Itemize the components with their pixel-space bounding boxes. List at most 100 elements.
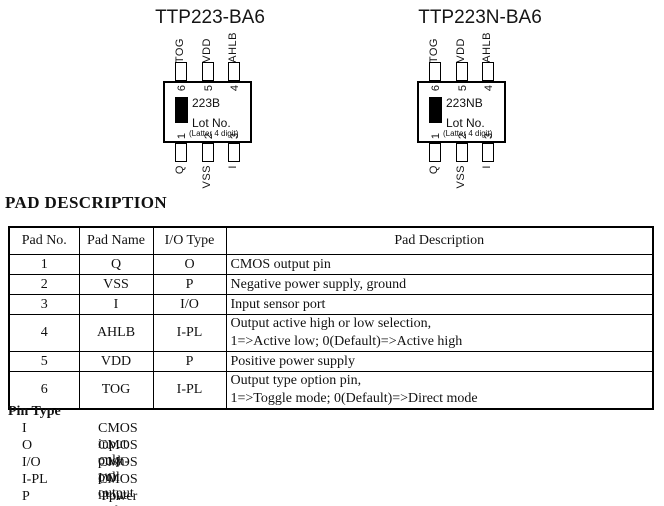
- pin-label-ahlb: AHLB: [227, 32, 239, 63]
- cell-io-type: P: [152, 351, 227, 372]
- pin-label-i: I: [481, 165, 493, 169]
- pin-label-vdd: VDD: [455, 38, 467, 63]
- header-io-type: I/O Type: [152, 226, 227, 255]
- cell-pad-no: 1: [8, 254, 80, 275]
- pin1-marker: [429, 97, 442, 123]
- legend-item: I-PL CMOS input and pull-low resister: [8, 472, 138, 506]
- cell-io-type: P: [152, 274, 227, 295]
- pin-label-vdd: VDD: [201, 38, 213, 63]
- cell-description: Positive power supply: [225, 351, 654, 372]
- pin-number-1: 1: [430, 132, 442, 139]
- pin-type-heading: Pin Type: [8, 404, 61, 419]
- cell-description: Negative power supply, ground: [225, 274, 654, 295]
- pin-stub-1: [175, 143, 187, 162]
- lot-no-note: (Latter 4 digit): [189, 129, 239, 138]
- table-row: 6 TOG I-PL Output type option pin, 1=>To…: [8, 371, 654, 410]
- lot-no-label: Lot No.: [446, 116, 485, 130]
- pin-stub-4: [482, 62, 494, 81]
- cell-description: Output type option pin, 1=>Toggle mode; …: [225, 371, 654, 410]
- legend-description: CMOS input only: [98, 421, 142, 468]
- pin-number-6: 6: [430, 85, 442, 92]
- legend-description: CMOS input and pull-low resister: [98, 472, 138, 506]
- pin-number-3: 3: [229, 132, 241, 139]
- pin-stub-5: [202, 62, 214, 81]
- header-pad-name: Pad Name: [78, 226, 154, 255]
- cell-pad-name: Q: [78, 254, 154, 275]
- chip-marking: 223B: [192, 96, 221, 110]
- cell-description: Output active high or low selection, 1=>…: [225, 314, 654, 352]
- cell-pad-no: 2: [8, 274, 80, 295]
- pin-number-3: 3: [483, 132, 495, 139]
- pin-label-q: Q: [428, 165, 440, 175]
- legend-code: O: [22, 438, 33, 453]
- legend-description: Power / Ground: [98, 489, 138, 506]
- pin-stub-6: [429, 62, 441, 81]
- package-diagram-ttp223-ba6: TTP223-BA6 TOG VDD AHLB 6 5 4 223B Lot N…: [115, 5, 305, 197]
- cell-pad-no: 4: [8, 314, 80, 352]
- header-pad-no: Pad No.: [8, 226, 80, 255]
- cell-pad-name: VSS: [78, 274, 154, 295]
- pin-number-6: 6: [176, 85, 188, 92]
- cell-pad-name: AHLB: [78, 314, 154, 352]
- cell-pad-no: 3: [8, 294, 80, 315]
- legend-code: I: [22, 421, 27, 436]
- pin-label-ahlb: AHLB: [481, 32, 493, 63]
- cell-io-type: O: [152, 254, 227, 275]
- pin-stub-5: [456, 62, 468, 81]
- cell-description: Input sensor port: [225, 294, 654, 315]
- cell-pad-name: I: [78, 294, 154, 315]
- legend-item: I/O CMOS I/O: [8, 455, 138, 486]
- table-header-row: Pad No. Pad Name I/O Type Pad Descriptio…: [8, 226, 654, 255]
- pad-description-heading: PAD DESCRIPTION: [5, 193, 168, 212]
- pin-stub-4: [228, 62, 240, 81]
- pin-number-5: 5: [457, 85, 469, 92]
- pin-label-i: I: [227, 165, 239, 169]
- table-row: 2 VSS P Negative power supply, ground: [8, 274, 654, 295]
- package-body: 6 5 4 223B Lot No. (Latter 4 digit) 1 2 …: [163, 81, 252, 143]
- pin-number-4: 4: [483, 85, 495, 92]
- table-row: 5 VDD P Positive power supply: [8, 351, 654, 372]
- legend-code: P: [22, 489, 30, 504]
- lot-no-note: (Latter 4 digit): [443, 129, 493, 138]
- table-row: 4 AHLB I-PL Output active high or low se…: [8, 314, 654, 352]
- pin-number-2: 2: [203, 132, 215, 139]
- lot-no-label: Lot No.: [192, 116, 231, 130]
- pin-label-vss: VSS: [201, 165, 213, 189]
- cell-pad-no: 6: [8, 371, 80, 410]
- cell-pad-name: TOG: [78, 371, 154, 410]
- chip-marking: 223NB: [446, 96, 483, 110]
- pin-type-legend: Pin Type I CMOS input only O CMOS push-p…: [8, 404, 138, 506]
- cell-description: CMOS output pin: [225, 254, 654, 275]
- pin-label-q: Q: [174, 165, 186, 175]
- pin-stub-2: [202, 143, 214, 162]
- cell-pad-no: 5: [8, 351, 80, 372]
- pin-label-tog: TOG: [174, 37, 186, 63]
- pin-number-1: 1: [176, 132, 188, 139]
- pin1-marker: [175, 97, 188, 123]
- pin-stub-3: [228, 143, 240, 162]
- table-row: 1 Q O CMOS output pin: [8, 254, 654, 275]
- table-row: 3 I I/O Input sensor port: [8, 294, 654, 315]
- pin-number-2: 2: [457, 132, 469, 139]
- pin-label-tog: TOG: [428, 37, 440, 63]
- legend-code: I-PL: [22, 472, 48, 487]
- legend-item: O CMOS push-pull output: [8, 438, 138, 501]
- package-title: TTP223N-BA6: [418, 7, 542, 28]
- cell-pad-name: VDD: [78, 351, 154, 372]
- cell-io-type: I/O: [152, 294, 227, 315]
- legend-description: CMOS I/O: [98, 455, 142, 486]
- pin-stub-1: [429, 143, 441, 162]
- cell-io-type: I-PL: [152, 371, 227, 410]
- legend-code: I/O: [22, 455, 41, 470]
- legend-item: I CMOS input only: [8, 421, 138, 468]
- package-diagram-ttp223n-ba6: TTP223N-BA6 TOG VDD AHLB 6 5 4 223NB Lot…: [369, 5, 559, 197]
- pin-number-4: 4: [229, 85, 241, 92]
- pin-number-5: 5: [203, 85, 215, 92]
- pin-stub-3: [482, 143, 494, 162]
- package-title: TTP223-BA6: [155, 7, 265, 28]
- pad-description-table: Pad No. Pad Name I/O Type Pad Descriptio…: [8, 226, 654, 410]
- pin-stub-2: [456, 143, 468, 162]
- package-body: 6 5 4 223NB Lot No. (Latter 4 digit) 1 2…: [417, 81, 506, 143]
- header-pad-description: Pad Description: [225, 226, 654, 255]
